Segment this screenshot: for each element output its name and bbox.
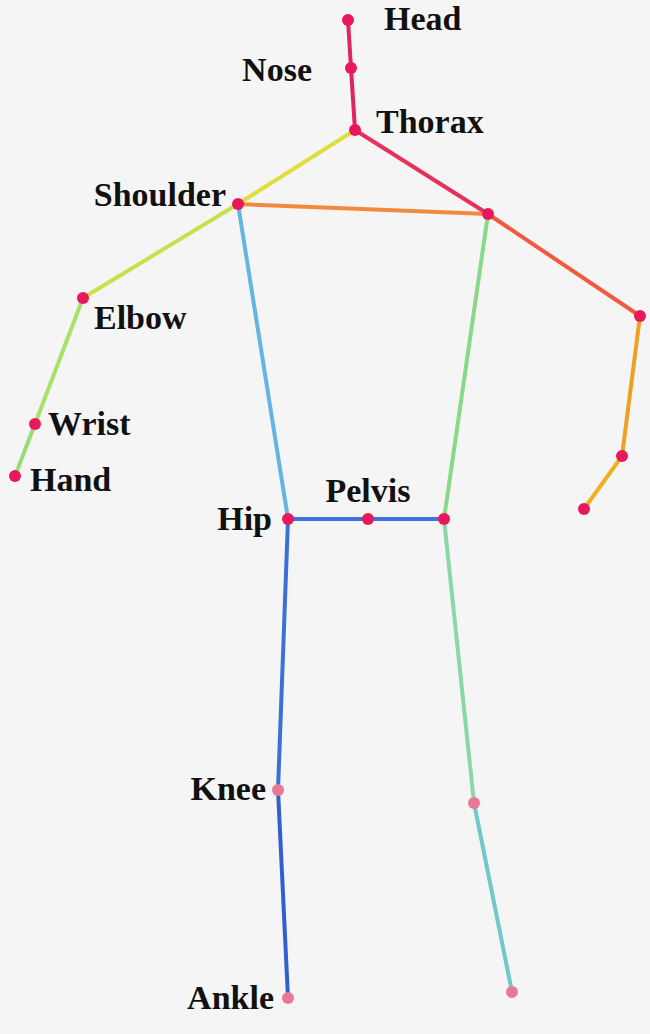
joint-label: Knee bbox=[190, 772, 266, 806]
joint-label: Ankle bbox=[187, 981, 274, 1015]
joint-label: Wrist bbox=[48, 407, 130, 441]
joint-label: Head bbox=[384, 2, 461, 36]
joint-label: Elbow bbox=[94, 301, 187, 335]
joint-label: Pelvis bbox=[326, 474, 411, 508]
joint-label: Thorax bbox=[376, 105, 484, 139]
joint-label: Shoulder bbox=[94, 178, 226, 212]
joint-label: Hand bbox=[30, 463, 111, 497]
joint-label: Nose bbox=[242, 53, 312, 87]
joint-label: Hip bbox=[217, 502, 272, 536]
